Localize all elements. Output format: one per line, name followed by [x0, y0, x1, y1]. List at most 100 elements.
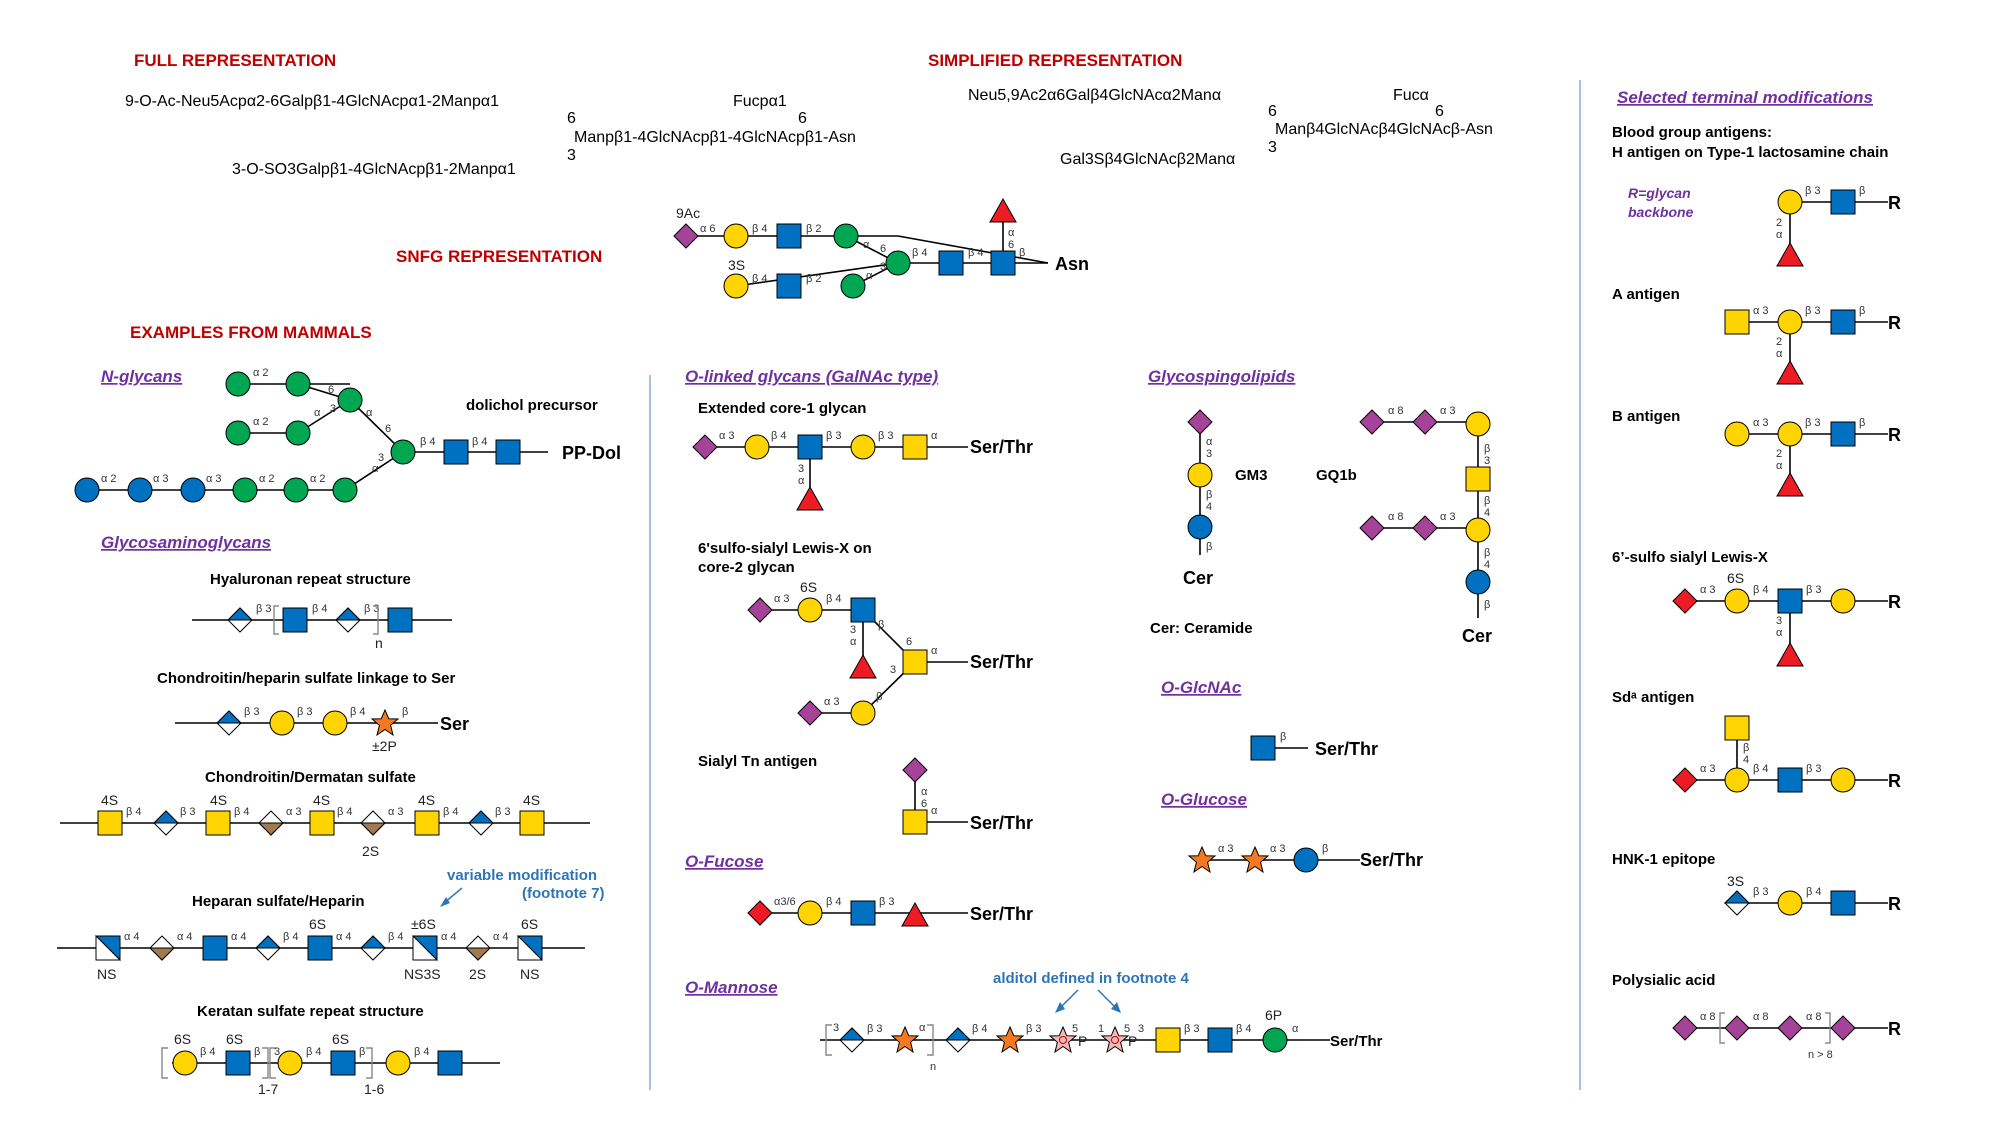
- b-antigen-structure: α 3 β 3 β 2 α R: [1724, 417, 1901, 497]
- svg-text:α: α: [372, 463, 379, 475]
- svg-text:β: β: [1206, 541, 1212, 553]
- svg-text:β 4: β 4: [350, 706, 366, 718]
- galnac-square-icon: [902, 649, 928, 675]
- o-mannose-heading: O-Mannose: [685, 978, 778, 997]
- xylose-star-icon: [891, 1026, 919, 1053]
- fucose-triangle-icon: [796, 486, 824, 511]
- svg-text:α 3: α 3: [1270, 843, 1286, 855]
- mannose-circle-icon: [285, 371, 311, 397]
- svg-text:6P: 6P: [1265, 1007, 1282, 1023]
- xylose-star-icon: [371, 709, 399, 736]
- sda-antigen-structure: β 4 α 3 β 4 β 3 R: [1672, 715, 1901, 793]
- svg-text:β: β: [1322, 843, 1328, 855]
- gm3-label: GM3: [1235, 467, 1268, 484]
- keratan-label: Keratan sulfate repeat structure: [197, 1003, 424, 1020]
- svg-text:3: 3: [1206, 448, 1212, 460]
- svg-text:α 3: α 3: [1700, 763, 1716, 775]
- selected-terminal-modifications-header: Selected terminal modifications: [1617, 88, 1873, 107]
- hyaluronan-structure: β 3 β 4 β 3 n: [192, 603, 452, 651]
- glcnac-square-icon: [307, 935, 333, 961]
- svg-text:6S: 6S: [309, 916, 326, 932]
- simplified-link-6b: 6: [1435, 103, 1444, 120]
- r-label: R: [1888, 193, 1901, 213]
- svg-text:4S: 4S: [210, 792, 227, 808]
- glucose-circle-icon: [1187, 514, 1213, 540]
- full-fucose: Fucpα1: [733, 93, 787, 110]
- svg-text:NS: NS: [520, 966, 539, 982]
- mannose-circle-icon: [840, 273, 866, 299]
- keratan-structure: 6S β 4 6S β 1-7 3 β 4 6S β 1-6 β 4: [161, 1031, 500, 1097]
- neu5ac-diamond-icon: [673, 223, 699, 249]
- glcnac-square-icon: [1207, 1027, 1233, 1053]
- glcnac-square-icon: [225, 1050, 251, 1076]
- hnk1-structure: 3S β 3 β 4 R: [1724, 873, 1901, 916]
- galnac-square-icon: [1465, 466, 1491, 492]
- svg-text:α: α: [366, 407, 373, 419]
- svg-text:α 3: α 3: [824, 696, 840, 708]
- full-core: Manpβ1-4GlcNAcpβ1-4GlcNAcpβ1-Asn: [574, 129, 856, 146]
- gsl-heading: Glycospingolipids: [1148, 367, 1295, 386]
- r-label: R: [1888, 592, 1901, 612]
- repeat-n-label: n: [375, 635, 383, 651]
- full-branch-b: 3-O-SO3Galpβ1-4GlcNAcpβ1-2Manpα1: [232, 161, 516, 178]
- svg-text:β 3: β 3: [878, 430, 894, 442]
- svg-text:β 3: β 3: [1805, 185, 1821, 197]
- svg-text:P: P: [1078, 1033, 1087, 1049]
- glcnac-square-icon: [443, 439, 469, 465]
- simplified-representation-formula: Neu5,9Ac2α6Galβ4GlcNAcα2Manα Fucα 6 6 Ma…: [968, 87, 1493, 168]
- r-label: R: [1888, 313, 1901, 333]
- xylose-star-icon: [996, 1026, 1024, 1053]
- svg-text:±2P: ±2P: [372, 738, 397, 754]
- svg-text:2: 2: [1776, 217, 1782, 229]
- svg-text:α 3: α 3: [286, 806, 302, 818]
- galactose-circle-icon: [1777, 309, 1803, 335]
- simplified-core: Manβ4GlcNAcβ4GlcNAcβ-Asn: [1275, 121, 1493, 138]
- svg-text:β 3: β 3: [1806, 763, 1822, 775]
- ser-thr-label: Ser/Thr: [970, 652, 1033, 672]
- galactose-circle-icon: [322, 710, 348, 736]
- galactose-circle-icon: [850, 700, 876, 726]
- fucose-triangle-icon: [901, 902, 929, 927]
- full-branch-a: 9-O-Ac-Neu5Acpα2-6Galpβ1-4GlcNAcpα1-2Man…: [125, 93, 499, 110]
- svg-text:6: 6: [921, 798, 927, 810]
- glcnac-square-icon: [1250, 735, 1276, 761]
- snfg-structure: 9Ac 3S α 6 β 4 β 2 α 6 β 4 β 2 α 3 β 4 β…: [673, 198, 1089, 299]
- galactose-circle-icon: [385, 1050, 411, 1076]
- mannose-circle-icon: [232, 477, 258, 503]
- galactose-circle-icon: [744, 434, 770, 460]
- svg-text:1-7: 1-7: [258, 1081, 278, 1097]
- svg-text:β: β: [402, 706, 408, 718]
- glca-diamond-icon: [945, 1027, 971, 1053]
- glcnac-square-icon: [938, 250, 964, 276]
- svg-text:α 3: α 3: [719, 430, 735, 442]
- a-antigen-label: A antigen: [1612, 286, 1680, 303]
- svg-text:β 4: β 4: [200, 1046, 216, 1058]
- glcnac-square-icon: [1777, 767, 1803, 793]
- cer-label: Cer: [1462, 626, 1492, 646]
- svg-text:β: β: [359, 1046, 365, 1058]
- svg-text:NS3S: NS3S: [404, 966, 441, 982]
- glcnac-square-icon: [202, 935, 228, 961]
- glcnac-square-icon: [282, 607, 308, 633]
- svg-text:β 3: β 3: [1805, 417, 1821, 429]
- galactose-circle-icon: [1724, 767, 1750, 793]
- simplified-link-6a: 6: [1268, 103, 1277, 120]
- ser-thr-label: Ser/Thr: [1330, 1033, 1383, 1050]
- gm3-structure: α 3 β 4 β Cer GM3: [1183, 409, 1268, 588]
- polysialic-acid-structure: α 8 α 8 α 8 n > 8 R: [1672, 1011, 1901, 1061]
- svg-text:α: α: [1292, 1023, 1299, 1035]
- svg-text:α 4: α 4: [336, 931, 352, 943]
- svg-text:β: β: [1280, 731, 1286, 743]
- cer-label: Cer: [1183, 568, 1213, 588]
- snfg-representation-header: SNFG REPRESENTATION: [396, 247, 602, 266]
- galactose-circle-icon: [1187, 462, 1213, 488]
- dolichol-precursor-label: dolichol precursor: [466, 397, 598, 414]
- svg-text:2: 2: [1776, 448, 1782, 460]
- svg-text:β 4: β 4: [126, 806, 142, 818]
- ser-thr-label: Ser/Thr: [970, 904, 1033, 924]
- r-label: R: [1888, 894, 1901, 914]
- svg-text:α 4: α 4: [493, 931, 509, 943]
- svg-text:α 4: α 4: [124, 931, 140, 943]
- r-label: R: [1888, 771, 1901, 791]
- svg-text:α 2: α 2: [253, 367, 269, 379]
